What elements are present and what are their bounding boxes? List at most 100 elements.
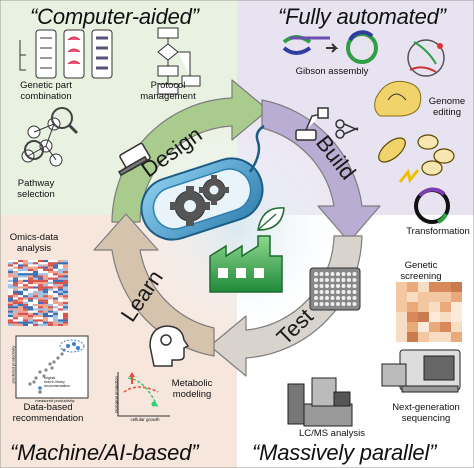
scatter-ylabel: predicted productivity xyxy=(10,345,16,384)
heatmap-cell xyxy=(48,308,53,311)
heatmap-cell xyxy=(13,301,18,304)
heatmap-cell xyxy=(53,304,58,307)
heatmap-cell xyxy=(53,308,58,311)
heatmap-cell xyxy=(18,266,23,269)
heatmap-cell xyxy=(28,271,33,274)
transformation-label: Transformation xyxy=(406,226,470,237)
heatmap-cell xyxy=(8,299,13,302)
heatmap-cell xyxy=(33,299,38,302)
heatmap-cell xyxy=(23,284,28,287)
heatmap-cell xyxy=(13,319,18,322)
heatmap-cell xyxy=(53,310,58,313)
heatmap-cell xyxy=(38,299,43,302)
heatmap-cell xyxy=(53,301,58,304)
heatmap-cell xyxy=(58,301,63,304)
screening-cell xyxy=(451,292,462,302)
heatmap-cell xyxy=(38,304,43,307)
screening-cell xyxy=(407,332,418,342)
heatmap-cell xyxy=(18,295,23,298)
screening-cell xyxy=(429,302,440,312)
heatmap-cell xyxy=(38,282,43,285)
heatmap-cell xyxy=(43,315,48,318)
screening-cell xyxy=(429,292,440,302)
heatmap-cell xyxy=(8,284,13,287)
heatmap-cell xyxy=(23,268,28,271)
heatmap-cell xyxy=(38,284,43,287)
screening-cell xyxy=(440,302,451,312)
heatmap-cell xyxy=(13,275,18,278)
lcms-label: LC/MS analysis xyxy=(299,428,365,439)
heatmap-cell xyxy=(33,273,38,276)
heatmap-cell xyxy=(58,317,63,320)
heatmap-cell xyxy=(63,271,68,274)
heatmap-cell xyxy=(8,290,13,293)
screening-cell xyxy=(451,312,462,322)
heatmap-cell xyxy=(63,286,68,289)
heatmap-cell xyxy=(33,282,38,285)
heatmap-cell xyxy=(13,315,18,318)
heatmap-cell xyxy=(63,293,68,296)
screening-cell xyxy=(429,332,440,342)
plate-well xyxy=(330,284,335,288)
heatmap-cell xyxy=(63,290,68,293)
heatmap-cell xyxy=(63,275,68,278)
model-ylabel: biological production xyxy=(113,376,119,413)
heatmap-cell xyxy=(18,323,23,326)
heatmap-cell xyxy=(18,264,23,267)
heatmap-cell xyxy=(18,288,23,291)
heatmap-cell xyxy=(43,266,48,269)
heatmap-cell xyxy=(38,308,43,311)
heatmap-cell xyxy=(53,279,58,282)
scissors-icon xyxy=(335,119,359,139)
heatmap-cell xyxy=(8,295,13,298)
heatmap-cell xyxy=(48,299,53,302)
plate-well xyxy=(336,272,340,276)
heatmap-cell xyxy=(13,260,18,263)
heatmap-cell xyxy=(23,306,28,309)
heatmap-cell xyxy=(58,288,63,291)
heatmap-cell xyxy=(53,295,58,298)
heatmap-cell xyxy=(53,293,58,296)
heatmap-cell xyxy=(23,297,28,300)
heatmap-cell xyxy=(18,290,23,293)
heatmap-cell xyxy=(8,315,13,318)
heatmap-cell xyxy=(33,297,38,300)
screening-cell xyxy=(396,292,407,302)
heatmap-cell xyxy=(43,304,48,307)
heatmap-cell xyxy=(63,317,68,320)
robot-arm-icon xyxy=(295,107,329,141)
heatmap-cell xyxy=(58,260,63,263)
plasmid-transformation-icon xyxy=(414,187,450,224)
heatmap-cell xyxy=(38,315,43,318)
gibson-assembly-icon xyxy=(282,30,378,64)
heatmap-cell xyxy=(63,266,68,269)
heatmap-cell xyxy=(18,312,23,315)
heatmap-cell xyxy=(28,315,33,318)
heatmap-cell xyxy=(43,286,48,289)
heatmap-cell xyxy=(28,288,33,291)
heatmap-cell xyxy=(33,315,38,318)
heatmap-cell xyxy=(13,268,18,271)
heatmap-cell xyxy=(48,295,53,298)
plate-well xyxy=(336,284,340,288)
heatmap-cell xyxy=(8,277,13,280)
heatmap-cell xyxy=(23,295,28,298)
heatmap-cell xyxy=(63,295,68,298)
heatmap-cell xyxy=(43,288,48,291)
heatmap-cell xyxy=(58,290,63,293)
heatmap-cell xyxy=(48,293,53,296)
heatmap-cell xyxy=(18,282,23,285)
heatmap-cell xyxy=(53,260,58,263)
screening-heatmap xyxy=(396,282,462,342)
heatmap-cell xyxy=(63,282,68,285)
heatmap-cell xyxy=(63,319,68,322)
heatmap-cell xyxy=(18,310,23,313)
heatmap-cell xyxy=(18,271,23,274)
heatmap-cell xyxy=(33,293,38,296)
heatmap-cell xyxy=(8,268,13,271)
heatmap-cell xyxy=(63,310,68,313)
heatmap-cell xyxy=(58,306,63,309)
heatmap-cell xyxy=(43,264,48,267)
